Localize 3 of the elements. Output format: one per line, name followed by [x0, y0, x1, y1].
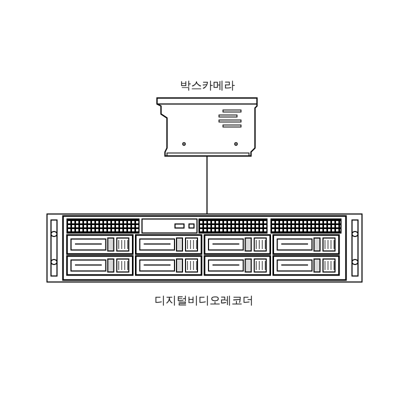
cable-line: [206, 156, 208, 214]
device-label: 박스카메라: [180, 78, 235, 93]
device-label: 디지털비디오레코더: [154, 293, 254, 308]
